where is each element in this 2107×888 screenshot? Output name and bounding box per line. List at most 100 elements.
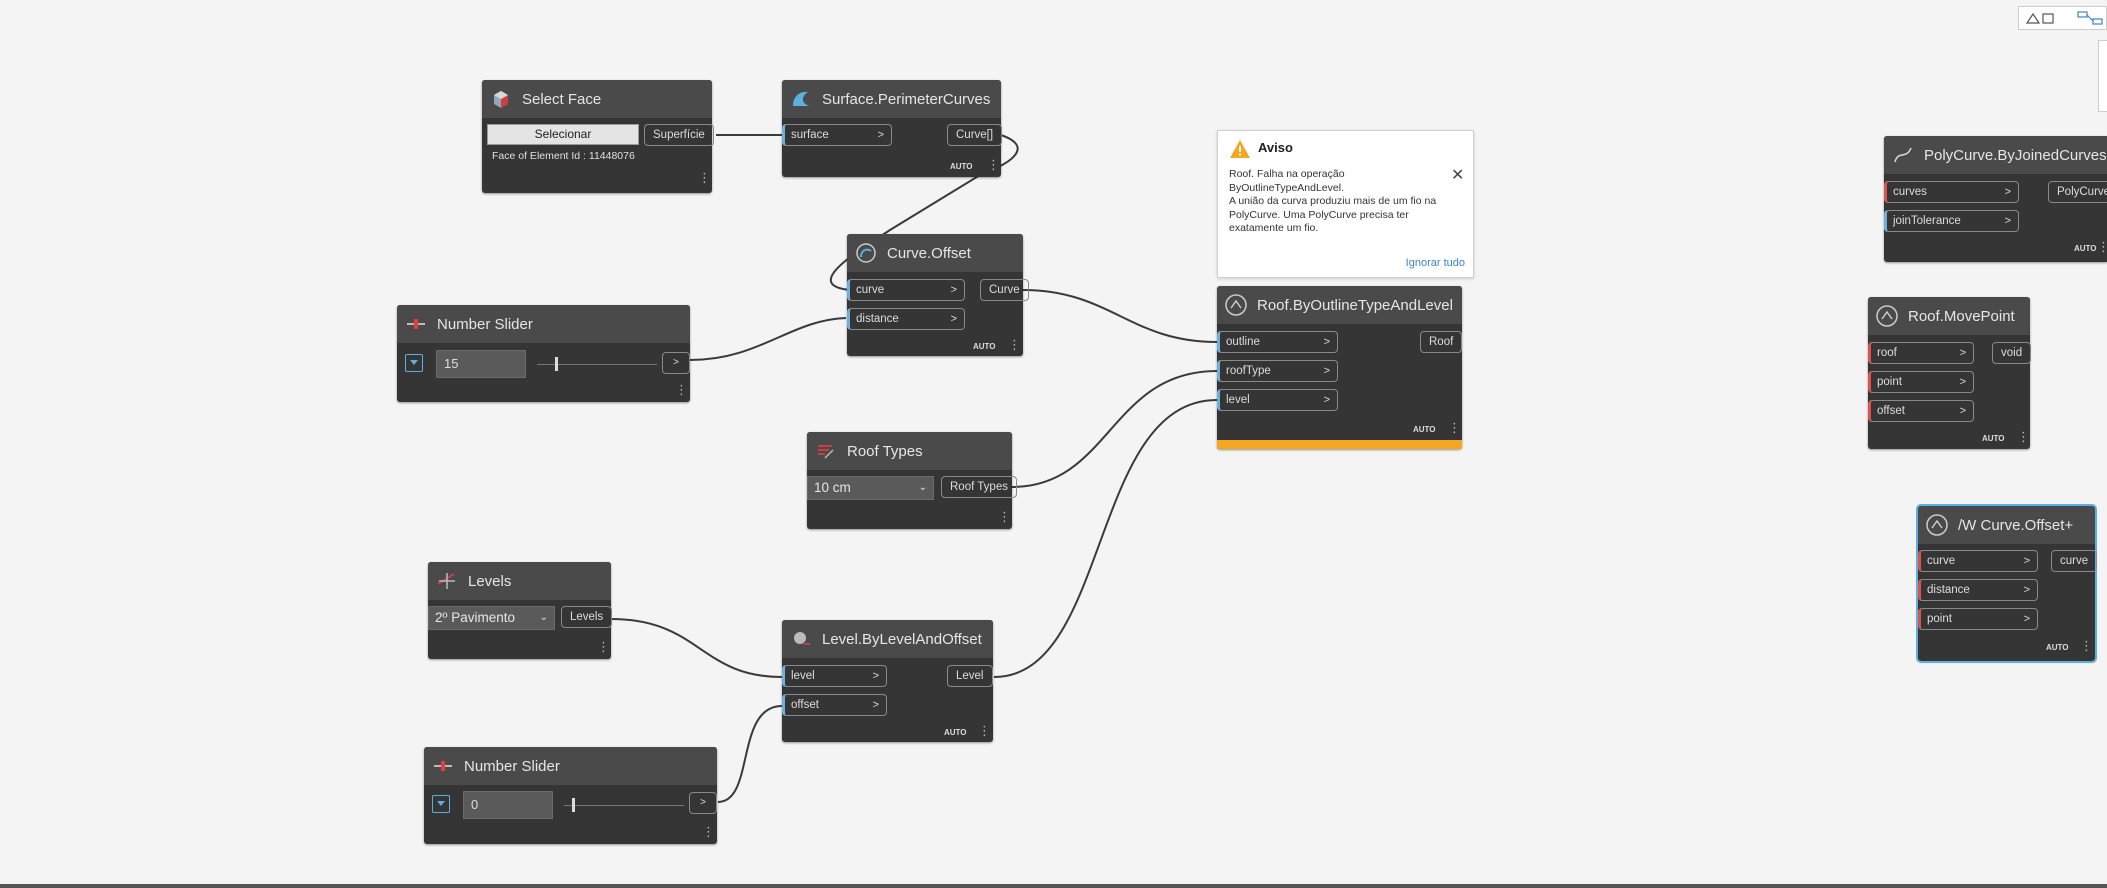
input-port-offset[interactable]: offset> <box>782 694 887 716</box>
warning-bar <box>1217 440 1462 449</box>
output-port[interactable]: > <box>689 792 717 814</box>
roof-types-icon <box>818 445 834 459</box>
node-menu-icon[interactable]: ⋮ <box>2080 638 2093 653</box>
wire-level-roof <box>993 399 1218 678</box>
surface-icon <box>793 91 809 106</box>
input-port-level[interactable]: level> <box>782 665 887 687</box>
curve-offset-node[interactable]: Curve.Offset curve> distance> Curve AUTO… <box>847 234 1029 356</box>
wire-slider-distance <box>689 317 847 361</box>
output-port-roof-types[interactable]: Roof Types <box>941 476 1017 498</box>
input-port-distance[interactable]: distance> <box>847 308 965 330</box>
roof-type-dropdown[interactable]: 10 cm⌄ <box>807 476 934 500</box>
wire-slider2-offset <box>717 705 783 803</box>
selection-info: Face of Element Id : 11448076 <box>492 150 635 162</box>
output-port[interactable]: > <box>662 352 690 374</box>
graph-view-icon[interactable] <box>2077 10 2107 26</box>
output-port-curve[interactable]: Curve <box>980 279 1029 301</box>
node-menu-icon[interactable]: ⋮ <box>978 723 991 738</box>
node-menu-icon[interactable]: ⋮ <box>675 382 688 397</box>
node-menu-icon[interactable]: ⋮ <box>1008 337 1021 352</box>
expand-toggle[interactable] <box>432 795 450 813</box>
input-port-offset[interactable]: offset> <box>1868 400 1974 422</box>
node-menu-icon[interactable]: ⋮ <box>1448 420 1461 435</box>
slider-value-input[interactable]: 15 <box>436 350 526 378</box>
expand-toggle[interactable] <box>405 354 423 372</box>
node-title: Number Slider <box>437 315 533 333</box>
output-port-levels[interactable]: Levels <box>561 606 613 628</box>
level-icon <box>794 632 810 645</box>
zoom-controls[interactable] <box>2098 40 2107 112</box>
node-title: Roof.MovePoint <box>1908 307 2015 325</box>
roof-icon <box>1876 305 1898 327</box>
node-title: Number Slider <box>464 757 560 775</box>
output-port-curves[interactable]: Curve[] <box>947 124 1003 146</box>
input-port-join-tolerance[interactable]: joinTolerance> <box>1884 210 2019 232</box>
wire-levels-level <box>610 618 783 678</box>
lacing-label: AUTO <box>1982 434 2005 443</box>
slider-thumb[interactable] <box>555 357 558 371</box>
input-port-curve[interactable]: curve> <box>1918 550 2038 572</box>
perimeter-curves-node[interactable]: Surface.PerimeterCurves surface> Curve[]… <box>782 80 1003 177</box>
input-port-surface[interactable]: surface> <box>782 124 892 146</box>
input-port-point[interactable]: point> <box>1868 371 1974 393</box>
wire-curve-outline <box>1022 289 1218 343</box>
input-port-level[interactable]: level> <box>1217 389 1338 411</box>
close-icon[interactable]: ✕ <box>1451 167 1465 184</box>
select-face-node[interactable]: Select Face Selecionar Superfície Face o… <box>482 80 714 193</box>
level-by-offset-node[interactable]: Level.ByLevelAndOffset level> offset> Le… <box>782 620 993 742</box>
node-menu-icon[interactable]: ⋮ <box>698 170 711 185</box>
view-toggle-bar[interactable] <box>2018 6 2107 30</box>
slider-thumb[interactable] <box>572 798 575 812</box>
node-title: Select Face <box>522 90 602 108</box>
input-port-point[interactable]: point> <box>1918 608 2038 630</box>
output-port-void[interactable]: void <box>1992 342 2032 364</box>
slider-track[interactable] <box>564 805 684 806</box>
warning-icon <box>1230 140 1250 158</box>
output-port-curve[interactable]: curve <box>2051 550 2098 572</box>
roof-icon <box>1225 294 1247 316</box>
input-port-curves[interactable]: curves> <box>1884 181 2019 203</box>
level-dropdown[interactable]: 2º Pavimento⌄ <box>428 606 555 630</box>
lacing-label: AUTO <box>1413 425 1436 434</box>
node-title: Level.ByLevelAndOffset <box>822 630 982 648</box>
output-port-polycurve[interactable]: PolyCurve <box>2048 181 2107 203</box>
node-title: Roof Types <box>847 442 923 460</box>
input-port-roof-type[interactable]: roofType> <box>1217 360 1338 382</box>
node-menu-icon[interactable]: ⋮ <box>987 157 1000 172</box>
input-port-curve[interactable]: curve> <box>847 279 965 301</box>
node-title: /W Curve.Offset+ <box>1958 516 2074 534</box>
slider-icon <box>434 761 452 771</box>
node-menu-icon[interactable]: ⋮ <box>2017 429 2030 444</box>
custom-curve-offset-node[interactable]: /W Curve.Offset+ curve> distance> point>… <box>1916 504 2098 663</box>
node-menu-icon[interactable]: ⋮ <box>998 509 1011 524</box>
slider-track[interactable] <box>537 364 657 365</box>
custom-node-icon <box>1926 514 1948 536</box>
output-port-surface[interactable]: Superfície <box>644 124 714 146</box>
node-menu-icon[interactable]: ⋮ <box>597 639 610 654</box>
number-slider-node[interactable]: Number Slider 15 > ⋮ <box>397 305 690 402</box>
input-port-distance[interactable]: distance> <box>1918 579 2038 601</box>
output-port-level[interactable]: Level <box>947 665 993 687</box>
view-toggle-icons[interactable] <box>2025 11 2059 25</box>
wire-rooftypes <box>1011 370 1218 488</box>
slider-value-input[interactable]: 0 <box>463 791 553 819</box>
curve-offset-icon <box>856 243 876 263</box>
node-menu-icon[interactable]: ⋮ <box>702 824 715 839</box>
lacing-label: AUTO <box>2074 244 2097 253</box>
output-port-roof[interactable]: Roof <box>1420 331 1463 353</box>
node-title: Levels <box>468 572 512 590</box>
input-port-outline[interactable]: outline> <box>1217 331 1338 353</box>
node-menu-icon[interactable]: ⋮ <box>2097 239 2107 254</box>
roof-types-node[interactable]: Roof Types 10 cm⌄ Roof Types ⋮ <box>807 432 1017 529</box>
input-port-roof[interactable]: roof> <box>1868 342 1974 364</box>
roof-by-outline-node[interactable]: Roof.ByOutlineTypeAndLevel outline> roof… <box>1217 286 1463 449</box>
dismiss-all-link[interactable]: Ignorar tudo <box>1405 257 1465 269</box>
number-slider-node-2[interactable]: Number Slider 0 > ⋮ <box>424 747 717 844</box>
roof-movepoint-node[interactable]: Roof.MovePoint roof> point> offset> void… <box>1868 297 2032 449</box>
levels-node[interactable]: Levels 2º Pavimento⌄ Levels ⋮ <box>428 562 613 659</box>
lacing-label: AUTO <box>944 728 967 737</box>
polycurve-node[interactable]: PolyCurve.ByJoinedCurves curves> joinTol… <box>1884 136 2107 262</box>
warning-popup: Aviso ✕ Roof. Falha na operação ByOutlin… <box>1217 130 1474 278</box>
select-button[interactable]: Selecionar <box>487 124 639 145</box>
